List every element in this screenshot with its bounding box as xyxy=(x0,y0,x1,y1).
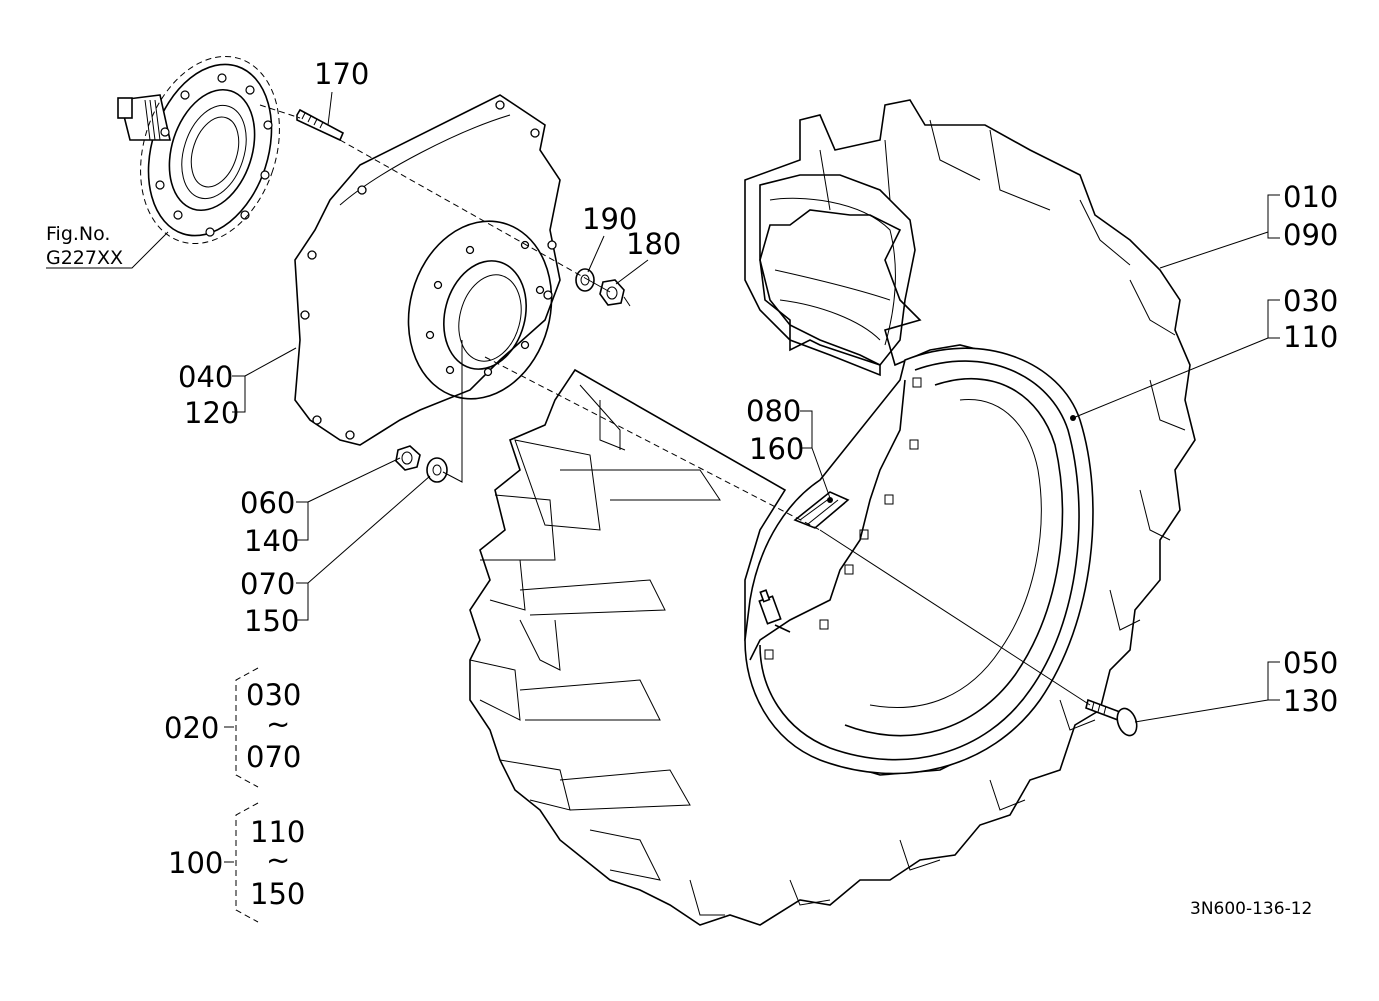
figure-ref-line2: G227XX xyxy=(46,247,123,269)
wheel-disc xyxy=(294,94,561,446)
callout-030: 030 xyxy=(1283,284,1338,318)
drawing-code: 3N600-136-12 xyxy=(1190,899,1312,919)
callout-labels: 170 190 180 010 090 030 110 040 120 080 … xyxy=(46,57,1338,919)
washer-upper xyxy=(575,268,595,292)
group-020-parent: 020 xyxy=(164,711,219,745)
callout-160: 160 xyxy=(749,432,804,466)
callout-090: 090 xyxy=(1283,218,1338,252)
rim xyxy=(744,347,1094,775)
callout-070: 070 xyxy=(240,567,295,601)
group-100-tilde: ~ xyxy=(266,843,290,877)
callout-080: 080 xyxy=(746,394,801,428)
callout-130: 130 xyxy=(1283,684,1338,718)
axle-hub xyxy=(117,55,280,245)
callout-180: 180 xyxy=(626,227,681,261)
assembly-lines xyxy=(259,104,1091,706)
valve-stem xyxy=(758,589,791,633)
figure-ref-line1: Fig.No. xyxy=(46,223,110,245)
callout-140: 140 xyxy=(244,524,299,558)
callout-170: 170 xyxy=(314,57,369,91)
stud-bolt xyxy=(296,108,345,142)
callout-060: 060 xyxy=(240,486,295,520)
callout-120: 120 xyxy=(184,396,239,430)
group-020-tilde: ~ xyxy=(266,707,290,741)
washer-lower xyxy=(426,457,448,483)
callout-010: 010 xyxy=(1283,180,1338,214)
rim-bolt xyxy=(1085,698,1138,737)
nut-upper xyxy=(599,279,631,307)
tire xyxy=(469,99,1196,926)
group-020-from: 030 xyxy=(246,678,301,712)
callout-190: 190 xyxy=(582,202,637,236)
group-100-parent: 100 xyxy=(168,846,223,880)
group-100-from: 110 xyxy=(250,815,305,849)
leader-lines xyxy=(46,91,1280,923)
group-020-to: 070 xyxy=(246,740,301,774)
group-100-to: 150 xyxy=(250,877,305,911)
callout-150: 150 xyxy=(244,604,299,638)
callout-040: 040 xyxy=(178,360,233,394)
callout-050: 050 xyxy=(1283,646,1338,680)
label-plate xyxy=(793,491,850,529)
callout-110: 110 xyxy=(1283,320,1338,354)
nut-lower xyxy=(395,445,421,471)
